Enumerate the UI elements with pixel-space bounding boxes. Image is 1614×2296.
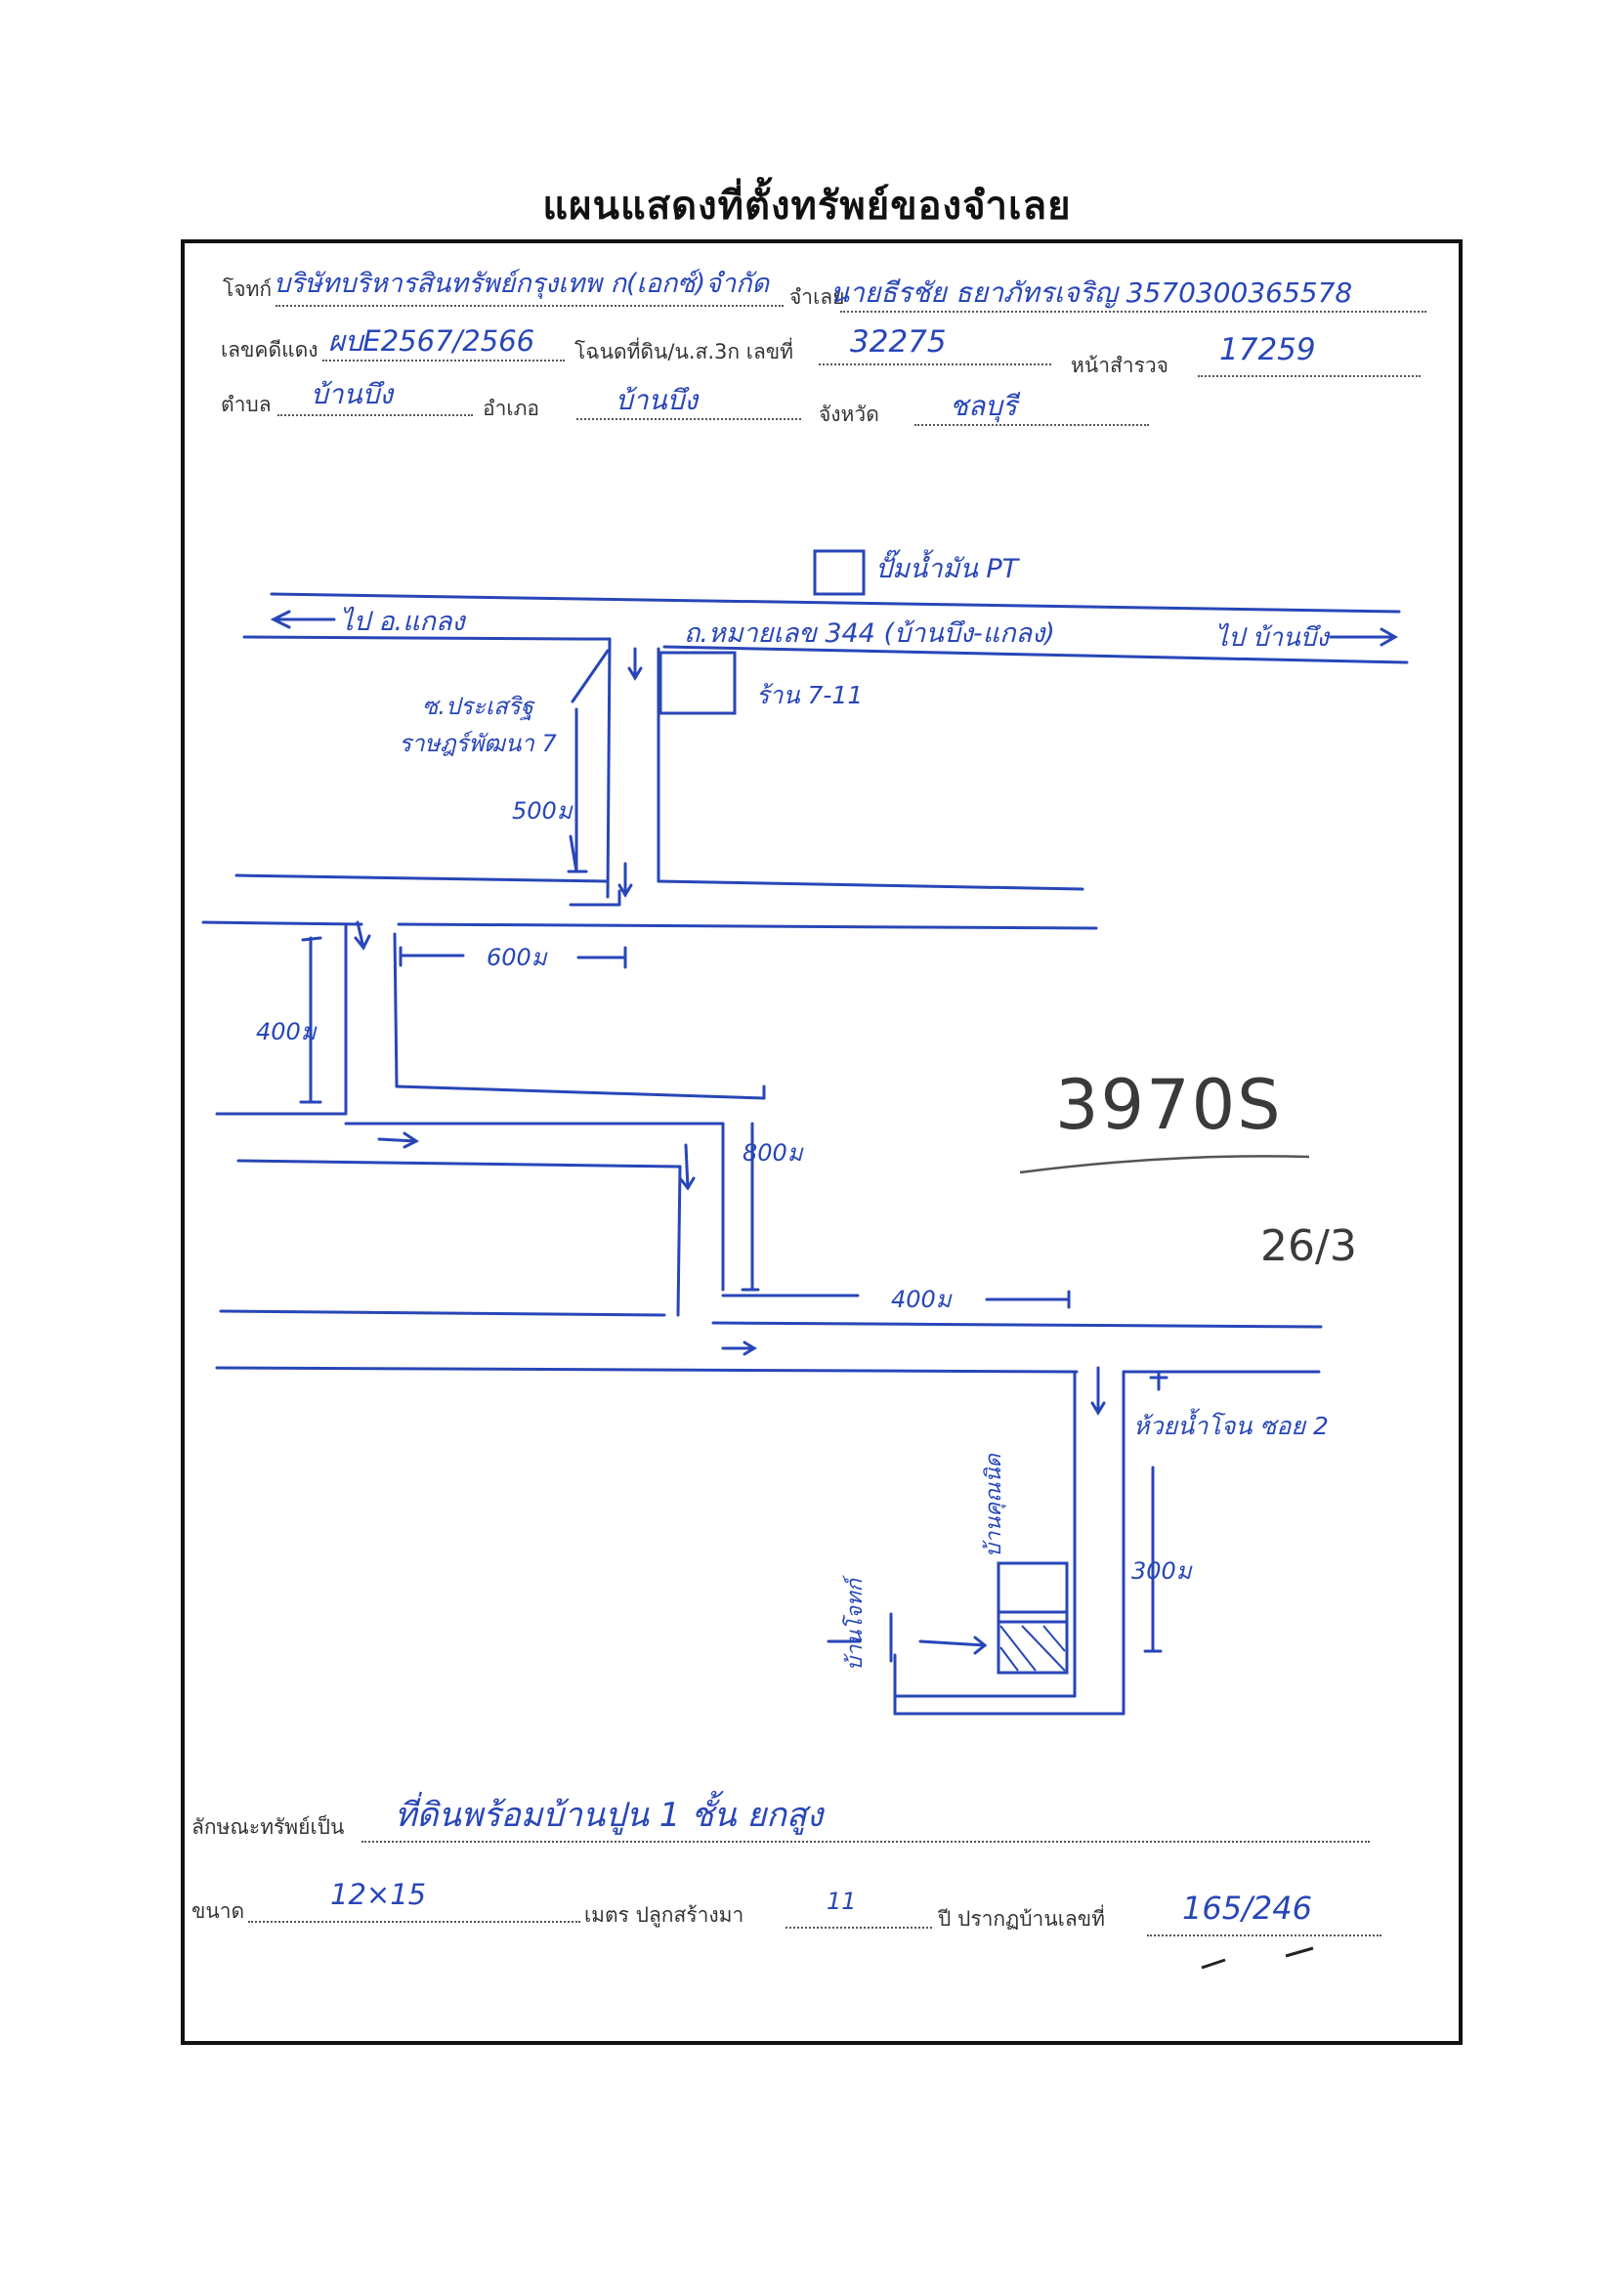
dist-800-label: 800ม [743, 1139, 803, 1167]
main-road-bottom-right [662, 645, 1409, 664]
main-road-bottom-left [242, 635, 582, 641]
subdistrict-value: บ้านบึง [311, 378, 394, 410]
deed-value: 32275 [850, 324, 947, 360]
road2-bottom-left [201, 920, 363, 926]
shop-box [658, 651, 737, 715]
survey-dots [1198, 375, 1421, 377]
dist-600-label: 600ม [487, 944, 547, 971]
gas-station-box [813, 549, 866, 596]
defendant-value: นายธีรชัย ธยาภัทรเจริญ 3570300365578 [830, 276, 1353, 309]
case-no-dots [322, 360, 565, 361]
dist-400a-label: 400ม [256, 1018, 317, 1045]
gas-station-label: ปั๊มน้ำมัน PT [875, 554, 1019, 584]
district-dots [576, 418, 801, 420]
shop-label: ร้าน 7-11 [756, 681, 864, 709]
survey-value: 17259 [1219, 332, 1316, 367]
pencil-underline [1019, 1155, 1310, 1174]
road4-top [711, 1321, 1323, 1329]
plaintiff-dots [276, 305, 784, 307]
road3b-top [236, 1159, 682, 1169]
dist-500-label: 500ม [512, 797, 573, 825]
type-dots [361, 1841, 1370, 1843]
entrance-label: บ้านโจทก์ [843, 1579, 868, 1671]
road4-bottom [215, 1366, 1079, 1374]
house-no-dots [1147, 1935, 1381, 1936]
to-banbueng-label: ไป บ้านบึง [1215, 623, 1329, 653]
built-dots [786, 1927, 932, 1929]
size-label: ขนาด [191, 1899, 245, 1923]
province-dots [914, 424, 1149, 426]
district-label: อำเภอ [483, 397, 540, 420]
soi-label: ซ.ประเสริฐราษฎร์พัฒนา 7 [399, 693, 557, 757]
dist-400b-label: 400ม [891, 1286, 952, 1313]
size-value: 12×15 [330, 1878, 427, 1911]
defendant-dots [840, 311, 1426, 313]
main-road-label: ถ.หมายเลข 344 (บ้านบึง-แกลง) [684, 618, 1055, 649]
soi2-label: ห้วยน้ำโจน ซอย 2 [1133, 1412, 1329, 1440]
year-label: ปี ปรากฏบ้านเลขที่ [938, 1907, 1105, 1931]
dist-300-label: 300ม [1131, 1557, 1192, 1585]
survey-label: หน้าสำรวจ [1071, 354, 1168, 377]
case-no-value: ผบE2567/2566 [328, 324, 535, 358]
size-unit-label: เมตร ปลูกสร้างมา [584, 1903, 744, 1927]
neighbor-label: บ้านคุณนิด [982, 1454, 1006, 1557]
pencil-number: 26/3 [1260, 1221, 1357, 1271]
defendant-label: จำเลย [789, 285, 845, 309]
seg-400-right [393, 932, 399, 1088]
document-frame [181, 239, 1463, 2045]
page-title: แผนแสดงที่ตั้งทรัพย์ของจำเลย [542, 183, 1072, 229]
road3-top [395, 1084, 766, 1100]
case-no-label: เลขคดีแดง [221, 338, 319, 361]
pencil-code: 3970S [1055, 1065, 1283, 1145]
property-box [997, 1561, 1069, 1675]
soi-left [606, 637, 612, 899]
district-value: บ้านบึง [616, 384, 699, 416]
built-value: 11 [827, 1888, 857, 1915]
province-label: จังหวัด [819, 403, 879, 426]
subdistrict-label: ตำบล [221, 393, 272, 416]
seg-800-left [676, 1165, 682, 1317]
main-road-top [270, 592, 1401, 614]
house-no-value: 165/246 [1182, 1890, 1312, 1927]
subdistrict-dots [277, 414, 473, 416]
plaintiff-label: โจทก์ [223, 277, 273, 301]
province-value: ชลบุรี [950, 390, 1017, 422]
road3b-bottom [219, 1309, 666, 1317]
type-label: ลักษณะทรัพย์เป็น [191, 1815, 345, 1839]
to-klaeng-label: ไป อ.แกลง [340, 607, 465, 637]
type-value: ที่ดินพร้อมบ้านปูน 1 ชั้น ยกสูง [395, 1796, 824, 1835]
deed-dots [819, 363, 1051, 365]
size-dots [248, 1921, 580, 1923]
road2-top [234, 873, 610, 883]
deed-label: โฉนดที่ดิน/น.ส.3ก เลขที่ [574, 340, 794, 363]
plaintiff-value: บริษัทบริหารสินทรัพย์กรุงเทพ ก(เอกซ์)จำก… [274, 269, 770, 299]
